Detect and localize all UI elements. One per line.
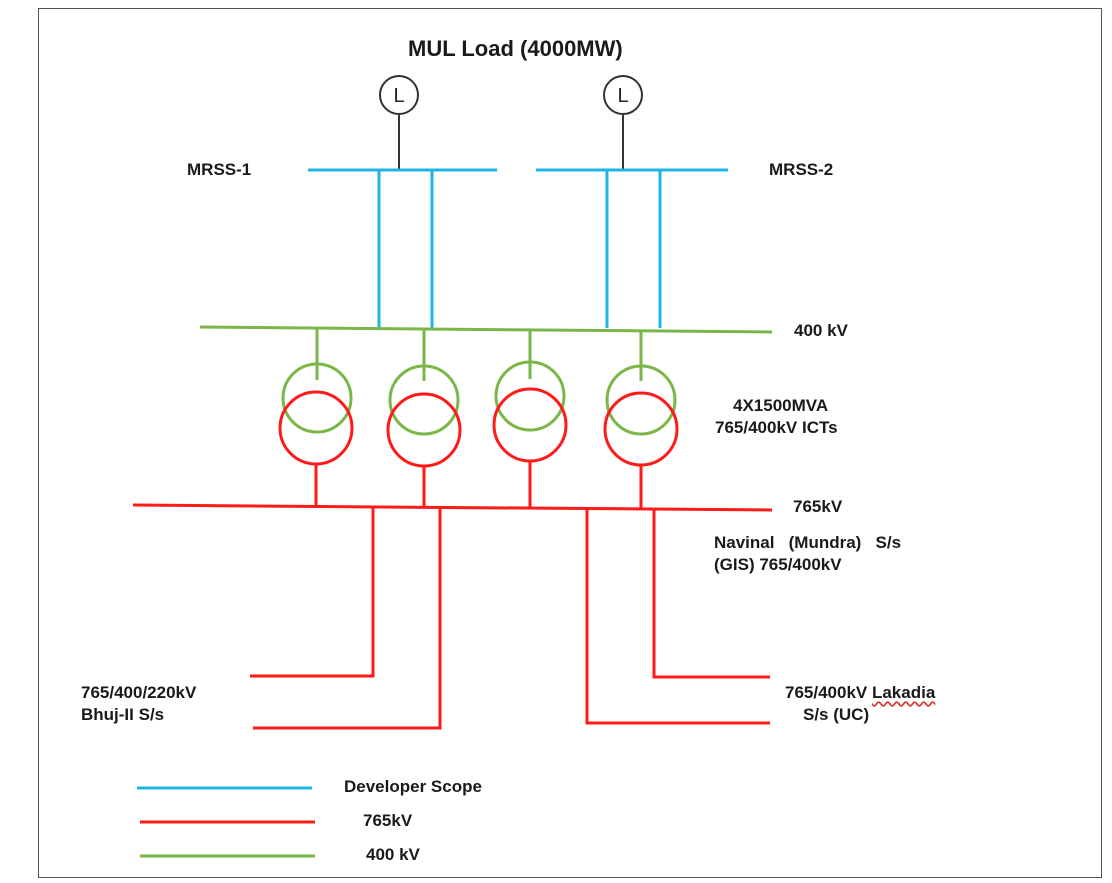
bhuj-substation-label: Bhuj-II S/s bbox=[81, 705, 165, 724]
kv400-network bbox=[199, 325, 773, 436]
lakadia-feeder-2 bbox=[652, 509, 770, 679]
kv765-network bbox=[132, 387, 773, 730]
lakadia-name: Lakadia bbox=[871, 683, 936, 702]
lakadia-voltage-prefix: 765/400kV bbox=[785, 683, 872, 702]
load-symbol-1: L bbox=[379, 75, 419, 170]
transformer-rating-label: 4X1500MVA bbox=[733, 396, 829, 415]
load-1-circle bbox=[379, 75, 419, 115]
load-2-label: L bbox=[617, 85, 628, 107]
ict-1-winding-765 bbox=[278, 390, 354, 466]
substation-type-label: (GIS) 765/400kV bbox=[714, 555, 842, 574]
load-2-circle bbox=[603, 75, 643, 115]
ict-3-winding-400 bbox=[494, 360, 566, 432]
diagram-frame bbox=[38, 8, 1102, 878]
lakadia-substation-label: S/s (UC) bbox=[803, 705, 870, 724]
bhuj-voltage-label: 765/400/220kV bbox=[81, 683, 197, 702]
load-1-label: L bbox=[393, 85, 404, 107]
developer-scope-lines bbox=[308, 168, 728, 328]
mrss-2-label: MRSS-2 bbox=[769, 160, 834, 179]
lakadia-voltage-label: 765/400kV Lakadia bbox=[785, 683, 935, 703]
ict-2-winding-765 bbox=[386, 392, 462, 468]
diagram-title: MUL Load (4000MW) bbox=[408, 36, 623, 61]
bus-400kv bbox=[199, 325, 773, 334]
ict-4-winding-400 bbox=[605, 364, 677, 436]
legend-label-developer: Developer Scope bbox=[344, 777, 482, 796]
mrss-1-label: MRSS-1 bbox=[187, 160, 252, 179]
ict-1-winding-400 bbox=[281, 362, 353, 434]
bhuj-feeder-2 bbox=[253, 508, 442, 730]
ict-3-winding-765 bbox=[492, 387, 568, 463]
legend-label-765kv: 765kV bbox=[363, 811, 413, 830]
load-symbol-2: L bbox=[603, 75, 643, 170]
bus-400kv-label: 400 kV bbox=[794, 321, 848, 340]
bhuj-feeder-1 bbox=[250, 507, 375, 678]
substation-name-label: Navinal (Mundra) S/s bbox=[714, 533, 902, 552]
lakadia-feeder-1 bbox=[585, 509, 770, 725]
ict-2-winding-400 bbox=[388, 364, 460, 436]
bus-765kv-label: 765kV bbox=[793, 497, 843, 516]
ict-4-winding-765 bbox=[603, 391, 679, 467]
legend-label-400kv: 400 kV bbox=[366, 845, 420, 864]
transformer-type-label: 765/400kV ICTs bbox=[715, 418, 838, 437]
bus-765kv bbox=[132, 503, 773, 512]
